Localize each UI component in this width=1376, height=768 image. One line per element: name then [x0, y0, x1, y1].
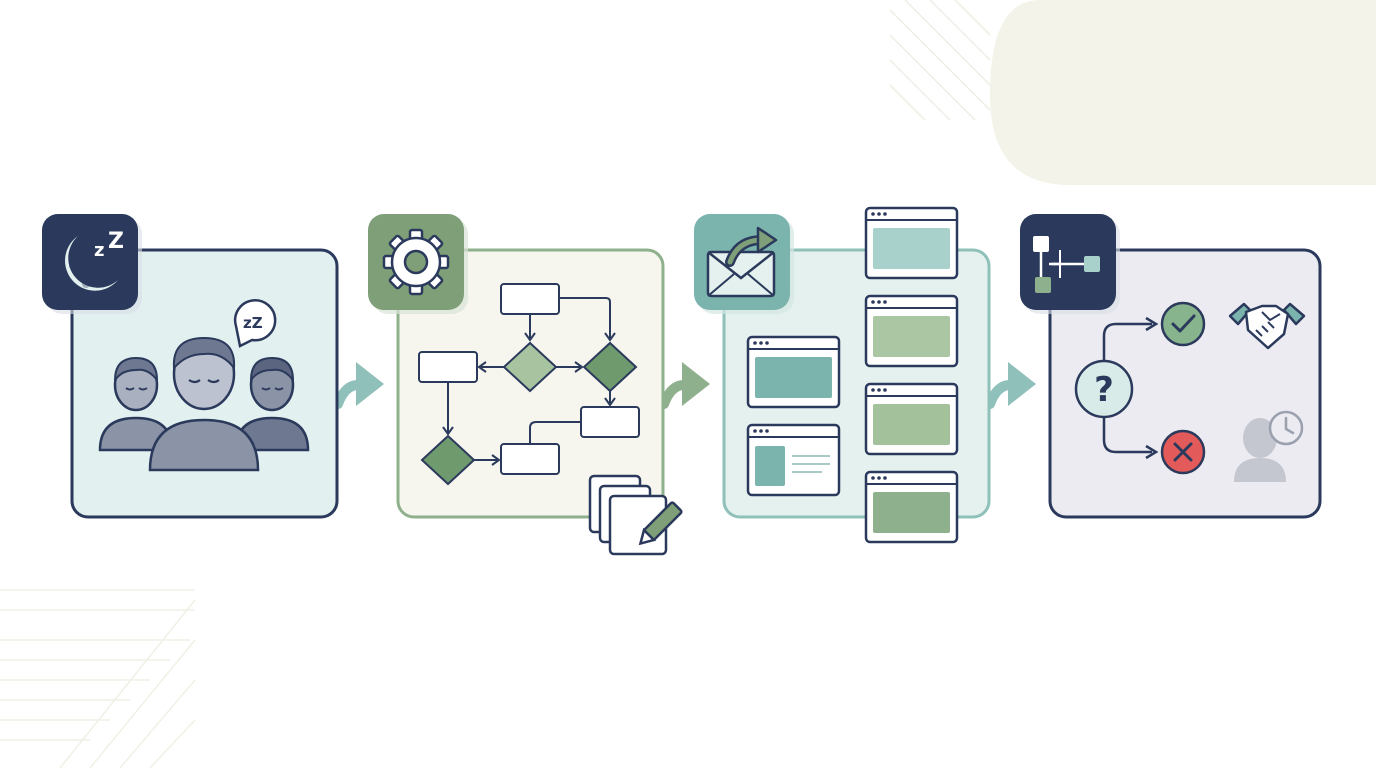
connector-arrow: [985, 362, 1036, 409]
question-mark-label: ?: [1094, 370, 1114, 410]
stage-panel-automated-workflow: [368, 214, 683, 556]
stage-panel-outcome-decision: ?: [1020, 214, 1322, 519]
error-x-icon: [1160, 429, 1206, 475]
stage-panel-dormant-users: z Z zZ: [42, 214, 339, 519]
bubble-zzz-label: zZ: [243, 314, 263, 332]
sleeping-users-icon: zZ: [98, 299, 310, 472]
edit-documents-icon: [588, 474, 683, 556]
hierarchy-icon: [1020, 214, 1120, 314]
email-template-card: [864, 206, 959, 280]
flowchart-icon: [418, 283, 640, 486]
moon-zzz-icon: z Z: [42, 214, 142, 314]
envelope-forward-icon: [694, 214, 794, 314]
email-template-card: [864, 382, 959, 456]
zzz-small-label: z: [94, 240, 104, 261]
handshake-icon: [1228, 302, 1306, 350]
zzz-big-label: Z: [108, 229, 124, 254]
email-templates-icon: [746, 206, 959, 544]
email-template-card: [746, 423, 841, 497]
email-template-card: [864, 294, 959, 368]
gear-icon: [368, 214, 468, 314]
connector-arrow: [659, 362, 710, 409]
decision-outcome-icon: ?: [1074, 301, 1306, 482]
connector-arrow: [333, 362, 384, 409]
email-template-card: [746, 335, 841, 409]
email-template-card: [864, 470, 959, 544]
question-icon: ?: [1074, 359, 1134, 419]
stage-panel-email-campaign: [694, 206, 991, 544]
user-pending-icon: [1234, 410, 1304, 482]
checkmark-icon: [1160, 301, 1206, 347]
